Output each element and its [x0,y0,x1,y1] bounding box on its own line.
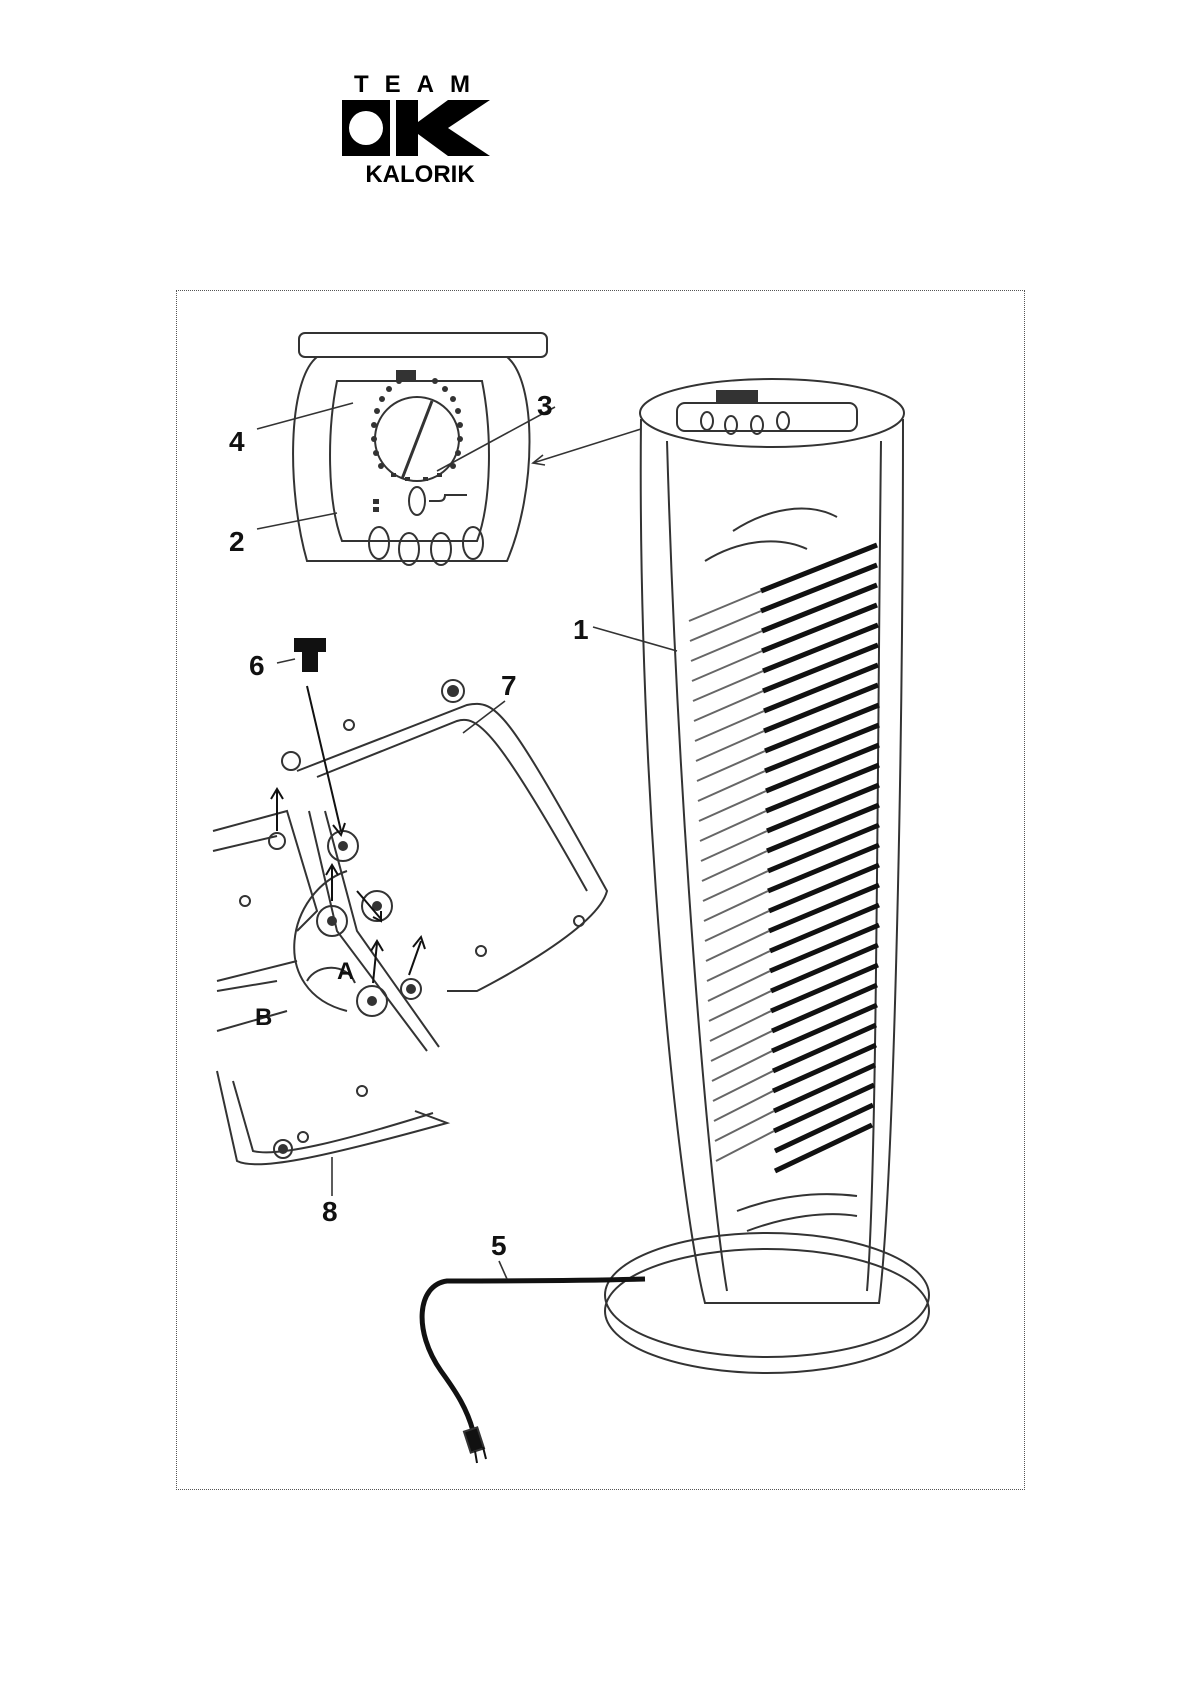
label-a: A [337,958,354,985]
label-b: B [255,1004,272,1031]
callout-5: 5 [491,1230,507,1261]
callout-7: 7 [501,670,517,701]
team-kalorik-logo: TEAM KALORIK [340,70,500,188]
callout-6: 6 [249,650,265,681]
fan-grille-outline [689,591,774,1161]
figure-frame: 3 4 2 1 6 7 8 5 A B [176,290,1025,1490]
tower-fan [605,379,929,1373]
power-cord [422,1279,645,1463]
callout-2: 2 [229,526,245,557]
logo-top-text: TEAM [354,71,486,98]
callout-4: 4 [229,426,245,457]
callout-8: 8 [322,1196,338,1227]
base-assembly [213,680,607,1164]
fan-grille [761,545,879,1171]
callout-3: 3 [537,390,553,421]
tower-fan-diagram: 3 4 2 1 6 7 8 5 A B [177,291,1026,1491]
leader-lines [257,403,677,1279]
screw-icon [295,639,325,671]
control-panel-closeup [293,333,547,565]
logo-bottom-text: KALORIK [365,161,475,188]
callout-1: 1 [573,614,589,645]
